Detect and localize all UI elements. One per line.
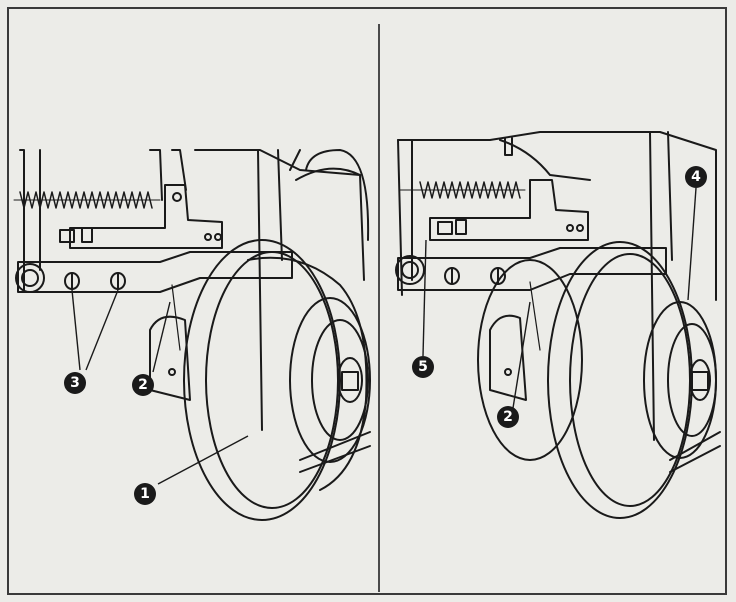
callout-4: 4 — [685, 166, 707, 188]
left-panel-drawing — [13, 149, 371, 521]
bracket — [69, 184, 223, 249]
tension-spring — [399, 181, 526, 199]
callout-5: 5 — [412, 356, 434, 378]
callout-2-right: 2 — [497, 406, 519, 428]
right-panel-drawing — [395, 131, 721, 519]
bracket — [429, 179, 589, 241]
leader-c3-b — [85, 289, 119, 371]
tension-spring — [13, 191, 161, 209]
pulley — [183, 239, 371, 521]
frame-post-left — [397, 139, 413, 296]
leader-c2 — [152, 301, 171, 373]
leader-c4 — [687, 187, 697, 301]
belt — [257, 149, 301, 431]
leader-c3-a — [71, 289, 81, 371]
machine-housing — [397, 131, 717, 301]
callout-2: 2 — [132, 374, 154, 396]
leader-c5 — [422, 239, 427, 357]
figure-frame — [7, 7, 727, 595]
lever-arm — [17, 251, 293, 293]
frame-top-edge — [194, 149, 361, 176]
belt — [649, 131, 673, 441]
base-plate — [149, 315, 191, 401]
base-plate — [489, 314, 527, 401]
panel-divider — [378, 24, 380, 592]
motor-housing — [295, 167, 365, 281]
pulley — [547, 241, 717, 519]
frame-post-mid — [149, 149, 187, 201]
rear-pulley — [477, 259, 583, 461]
bracket-screw — [59, 227, 93, 243]
callout-3: 3 — [64, 372, 86, 394]
leader-c2 — [512, 301, 531, 409]
frame-post-left — [19, 149, 41, 291]
lower-belt — [299, 431, 371, 473]
leader-c1 — [157, 435, 249, 485]
housing-pin — [504, 137, 513, 156]
lower-belt — [669, 431, 721, 473]
callout-1: 1 — [134, 483, 156, 505]
bracket-screw — [437, 219, 467, 235]
